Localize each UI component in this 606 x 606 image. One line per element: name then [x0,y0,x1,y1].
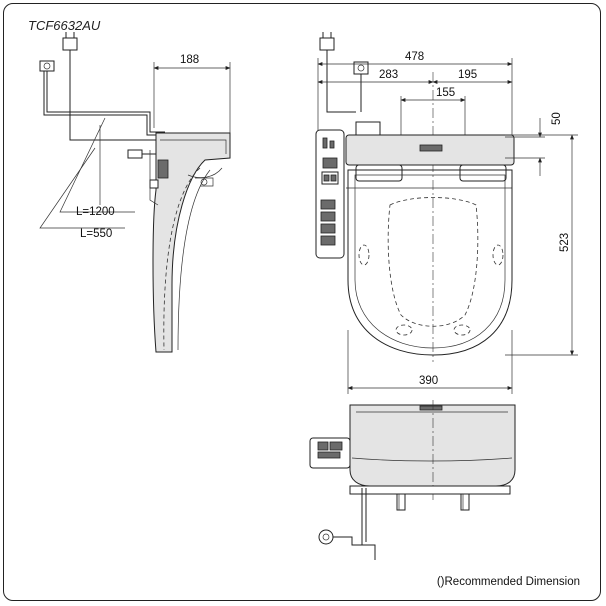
drawing-frame: TCF6632AU ()Recommended Dimension [3,3,601,601]
seat-top-outline [347,169,513,356]
top-view: 478 283 195 155 [315,32,578,394]
recommended-dimension-note: ()Recommended Dimension [436,576,580,588]
top-power-plug-icon [319,32,335,60]
side-control-panel [315,129,345,259]
power-plug-icon [62,32,78,58]
seat-length-dimension: 523 [559,233,571,252]
power-cord [69,58,160,141]
top-offset-dimension: 50 [551,112,563,125]
right-offset-dimension: 195 [458,69,477,81]
seat-width-dimension: 390 [419,375,438,387]
bowl-opening-outline [387,197,479,327]
front-view [309,400,516,560]
seat-side-profile [152,132,231,353]
total-width-dimension: 478 [405,51,424,63]
left-offset-dimension: 283 [379,69,398,81]
water-hose [46,71,165,133]
side-depth-dimension: 188 [180,54,199,66]
side-view: L=1200 L=550 188 [39,32,231,353]
bolt-spacing-dimension: 155 [436,87,455,99]
hose-length-label: L=550 [80,228,112,240]
water-valve-icon [318,529,362,546]
water-inlet-icon [39,60,55,72]
front-control-panel [309,437,351,469]
cord-length-label: L=1200 [76,206,115,218]
seat-front-profile [349,404,516,487]
model-number: TCF6632AU [28,18,101,33]
